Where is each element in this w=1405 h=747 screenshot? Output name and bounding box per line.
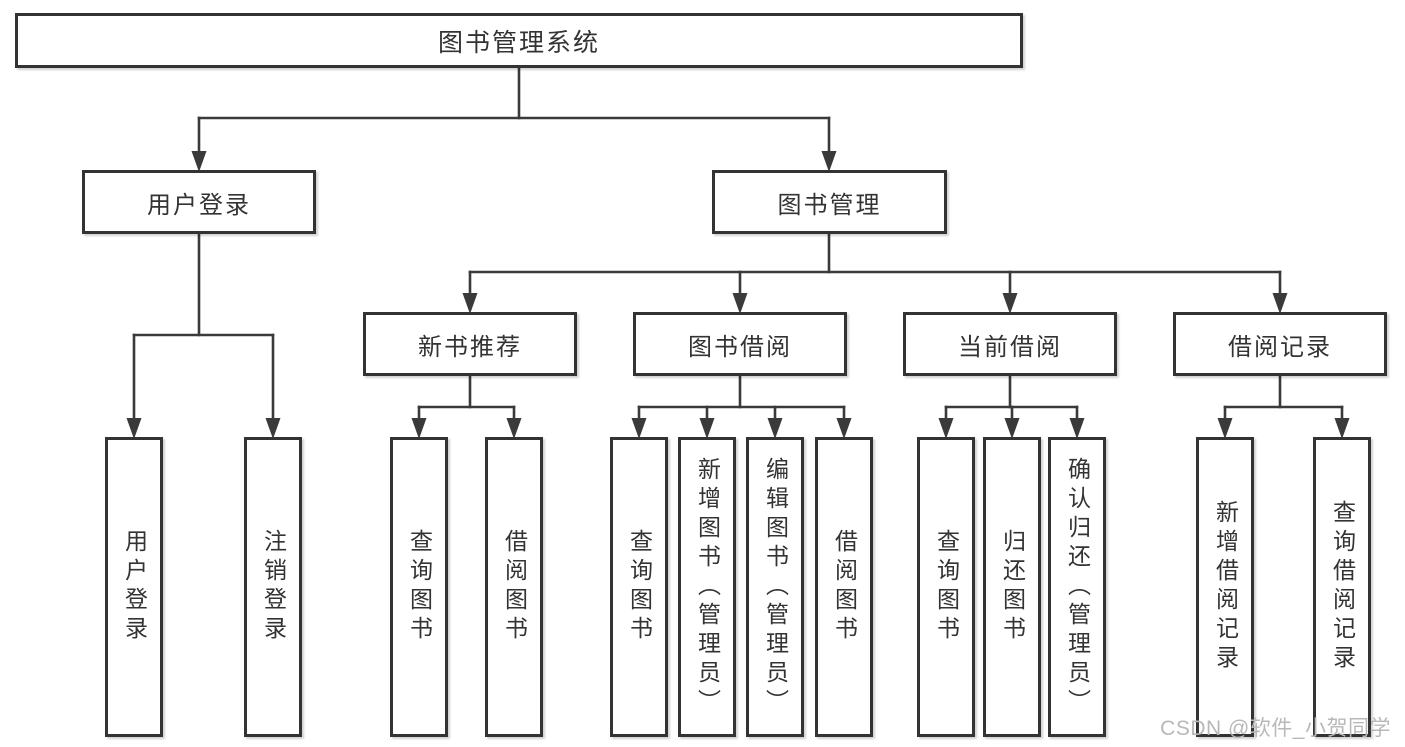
- node-leaf-borrowing-edit-books-admin: 编辑图书（管理员）: [746, 437, 804, 737]
- node-leaf-recommend-query-books: 查询图书: [390, 437, 448, 737]
- node-leaf-records-add-record: 新增借阅记录: [1196, 437, 1254, 737]
- node-borrowing-records: 借阅记录: [1173, 312, 1387, 376]
- watermark: CSDN @软件_小贺同学: [1160, 717, 1391, 740]
- node-leaf-borrowing-query-books: 查询图书: [610, 437, 668, 737]
- node-user-login: 用户登录: [82, 170, 316, 234]
- node-book-borrowing: 图书借阅: [633, 312, 847, 376]
- node-book-management: 图书管理: [712, 170, 947, 234]
- node-leaf-current-return-books: 归还图书: [983, 437, 1041, 737]
- node-leaf-current-confirm-return-admin: 确认归还（管理员）: [1048, 437, 1106, 737]
- node-leaf-current-query-books: 查询图书: [917, 437, 975, 737]
- node-leaf-recommend-borrow-books: 借阅图书: [485, 437, 543, 737]
- node-leaf-user-login: 用户登录: [105, 437, 163, 737]
- node-leaf-records-query-record: 查询借阅记录: [1313, 437, 1371, 737]
- node-leaf-borrowing-borrow-books: 借阅图书: [815, 437, 873, 737]
- node-new-book-recommend: 新书推荐: [363, 312, 577, 376]
- node-current-borrowing: 当前借阅: [903, 312, 1117, 376]
- node-leaf-borrowing-add-books-admin: 新增图书（管理员）: [678, 437, 736, 737]
- node-leaf-logout: 注销登录: [244, 437, 302, 737]
- node-library-system: 图书管理系统: [15, 13, 1023, 68]
